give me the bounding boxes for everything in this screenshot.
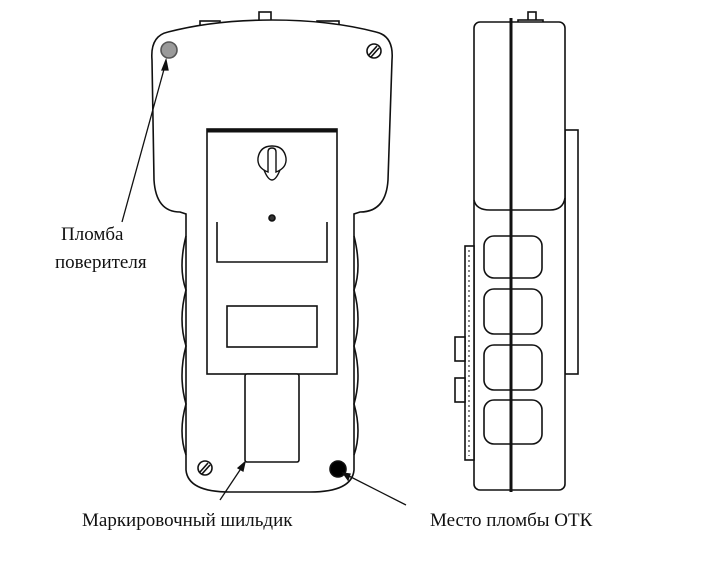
side-back-plate (564, 129, 579, 375)
screw-icon (197, 460, 213, 476)
side-button (483, 235, 543, 279)
nameplate-tab (244, 373, 300, 463)
side-nub (454, 336, 466, 362)
side-button (483, 288, 543, 335)
screw-icon (366, 43, 382, 59)
belt-clip (206, 128, 338, 375)
otk-seal-label: Место пломбы ОТК (430, 510, 593, 531)
side-button (483, 399, 543, 445)
verifier-seal-label: Пломба (61, 224, 124, 245)
verifier-seal-label-2: поверителя (55, 252, 147, 273)
side-view (454, 11, 579, 492)
side-nub (454, 377, 466, 403)
keyhole-icon (257, 145, 287, 173)
clip-notch (216, 222, 328, 263)
verifier-seal-icon (160, 41, 178, 59)
side-grip-left (181, 235, 187, 456)
nameplate-area (226, 305, 318, 348)
hole-icon (268, 214, 276, 222)
side-rail (464, 245, 475, 461)
side-grip-right (353, 235, 359, 456)
leader-lines (121, 57, 407, 506)
front-view (151, 11, 393, 493)
otk-seal-icon (329, 460, 347, 478)
nameplate-label: Маркировочный шильдик (82, 510, 293, 531)
side-button (483, 344, 543, 391)
